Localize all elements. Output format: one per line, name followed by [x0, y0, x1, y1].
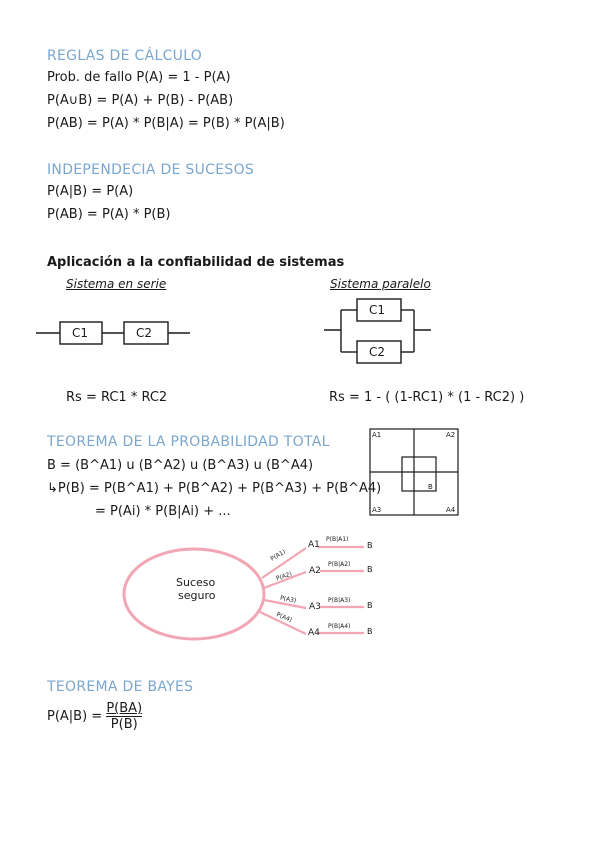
- branch-2-cond: P(B|A2): [328, 561, 351, 568]
- bayes-denominator: P(B): [110, 717, 138, 732]
- ellipse-label-2: seguro: [178, 589, 216, 602]
- bayes-heading: TEOREMA DE BAYES: [47, 679, 194, 695]
- bayes-numerator: P(BA): [106, 701, 143, 717]
- branch-3-node: A3: [309, 602, 321, 612]
- branch-4-node: A4: [308, 628, 320, 638]
- paralelo-label: Sistema paralelo: [330, 277, 431, 291]
- total-line-1: B = (B^A1) u (B^A2) u (B^A3) u (B^A4): [47, 458, 314, 473]
- parallel-c2-label: C2: [369, 345, 386, 359]
- parallel-system-diagram: [324, 298, 431, 364]
- series-c1-label: C1: [72, 326, 89, 340]
- branch-1-cond: P(B|A1): [326, 536, 349, 543]
- branch-3-end: B: [367, 601, 373, 610]
- independencia-heading: INDEPENDECIA DE SUCESOS: [47, 162, 255, 178]
- branch-4-end: B: [367, 627, 373, 636]
- total-line-3: = P(Ai) * P(B|Ai) + ...: [95, 504, 231, 519]
- grid-label-b: B: [428, 483, 433, 491]
- partition-grid-diagram: [369, 428, 459, 516]
- grid-label-a1: A1: [372, 431, 382, 439]
- confiabilidad-heading: Aplicación a la confiabilidad de sistema…: [47, 255, 345, 270]
- independencia-line-2: P(AB) = P(A) * P(B): [47, 207, 171, 222]
- series-system-diagram: [36, 321, 190, 345]
- total-heading: TEOREMA DE LA PROBABILIDAD TOTAL: [47, 434, 330, 450]
- branch-3-cond: P(B|A3): [328, 597, 351, 604]
- grid-label-a2: A2: [446, 431, 456, 439]
- serie-label: Sistema en serie: [66, 277, 167, 291]
- series-c2-label: C2: [136, 326, 153, 340]
- formula-paralelo: Rs = 1 - ( (1-RC1) * (1 - RC2) ): [329, 390, 525, 405]
- branch-4-cond: P(B|A4): [328, 623, 351, 630]
- bayes-fraction: P(BA) P(B): [106, 701, 143, 732]
- formula-serie: Rs = RC1 * RC2: [66, 390, 168, 405]
- grid-label-a3: A3: [372, 506, 382, 514]
- branch-1-end: B: [367, 541, 373, 550]
- branch-1-node: A1: [308, 540, 320, 550]
- reglas-line-2: P(A∪B) = P(A) + P(B) - P(AB): [47, 93, 234, 108]
- reglas-heading: REGLAS DE CÁLCULO: [47, 48, 203, 64]
- reglas-line-1: Prob. de fallo P(A) = 1 - P(A): [47, 70, 231, 85]
- bayes-formula: P(A|B) = P(BA) P(B): [47, 701, 143, 732]
- grid-label-a4: A4: [446, 506, 456, 514]
- bayes-lhs: P(A|B) =: [47, 709, 103, 724]
- branch-2-node: A2: [309, 566, 321, 576]
- total-line-2: ↳P(B) = P(B^A1) + P(B^A2) + P(B^A3) + P(…: [47, 481, 382, 496]
- branch-2-end: B: [367, 565, 373, 574]
- ellipse-label-1: Suceso: [176, 576, 216, 589]
- reglas-line-3: P(AB) = P(A) * P(B|A) = P(B) * P(A|B): [47, 116, 285, 131]
- independencia-line-1: P(A|B) = P(A): [47, 184, 134, 199]
- parallel-c1-label: C1: [369, 303, 386, 317]
- probability-tree-diagram: [122, 545, 364, 641]
